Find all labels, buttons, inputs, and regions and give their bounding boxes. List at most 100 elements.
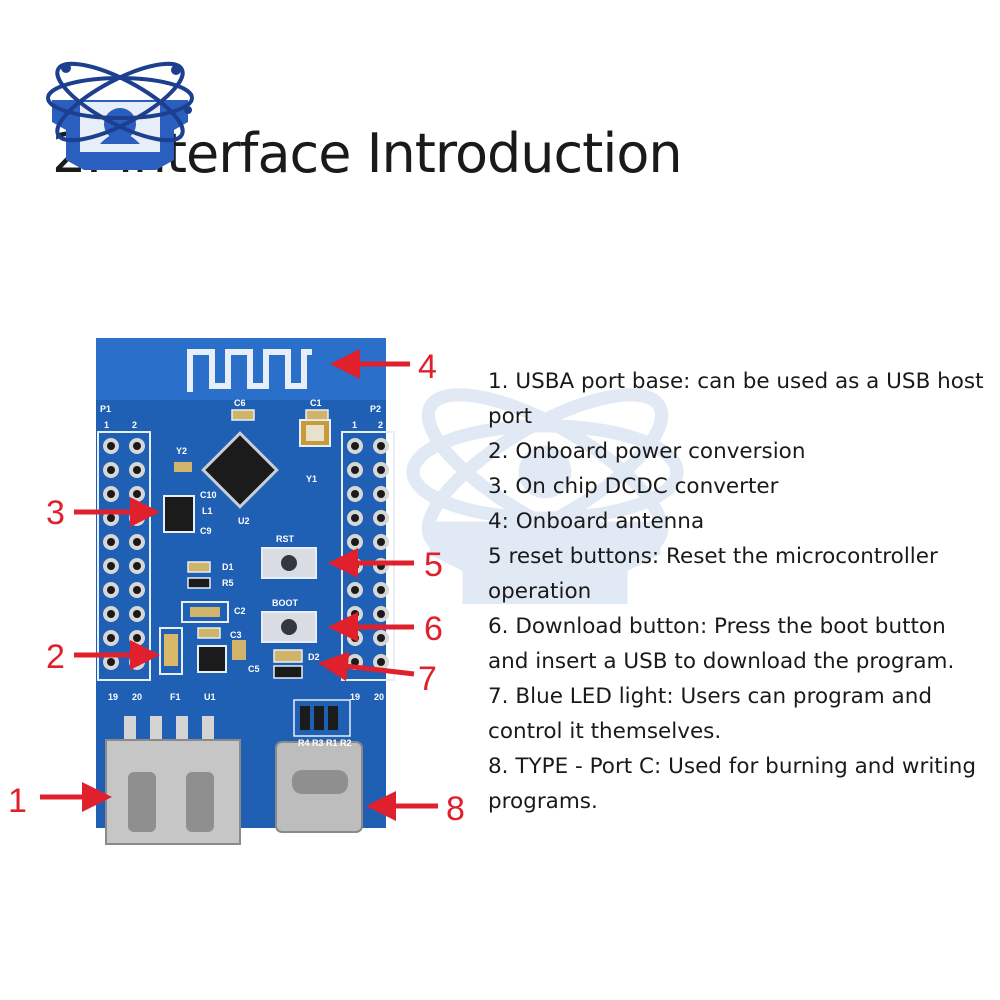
regulator-u1 — [197, 645, 227, 673]
silk-pin2-right: 2 — [378, 420, 383, 430]
header-pin-hole — [351, 442, 359, 450]
header-pin-hole — [351, 586, 359, 594]
silk-u1: U1 — [204, 692, 216, 702]
silk-c10: C10 — [200, 490, 217, 500]
silk-pin1-right: 1 — [352, 420, 357, 430]
antenna-trace — [187, 349, 312, 392]
header-pin-hole — [351, 514, 359, 522]
cap-c2-outline — [181, 601, 229, 623]
header-pin-hole — [351, 538, 359, 546]
cap-c5 — [232, 640, 246, 660]
header-pin-hole — [133, 586, 141, 594]
usba-pad-4 — [202, 716, 214, 742]
interface-description-list: 1. USBA port base: can be used as a USB … — [488, 364, 988, 819]
blue-led-d2 — [273, 649, 303, 663]
header-pin-hole — [107, 466, 115, 474]
silk-c3: C3 — [230, 630, 242, 640]
callout-number-3: 3 — [46, 494, 65, 532]
description-item-7: 7. Blue LED light: Users can program and… — [488, 684, 932, 744]
header-pin-hole — [377, 442, 385, 450]
silk-rst: RST — [276, 534, 295, 544]
silk-y1: Y1 — [306, 474, 317, 484]
crystal-y1-top — [306, 425, 324, 441]
usba-pad-1 — [124, 716, 136, 742]
header-pin-hole — [133, 514, 141, 522]
silk-d2: D2 — [308, 652, 320, 662]
silk-pin1-left: 1 — [104, 420, 109, 430]
description-item-2: 2. Onboard power conversion — [488, 439, 806, 464]
silk-r5: R5 — [222, 578, 234, 588]
header-pin-hole — [107, 538, 115, 546]
cap-c1 — [305, 409, 329, 421]
header-pin-hole — [377, 658, 385, 666]
usba-slot-left — [128, 772, 156, 832]
type-c-opening — [292, 770, 348, 794]
header-pin-hole — [351, 634, 359, 642]
fuse-f1-outline — [159, 627, 183, 675]
header-pin-hole — [133, 610, 141, 618]
cap-c3 — [197, 627, 221, 639]
usba-slot-right — [186, 772, 214, 832]
silk-c5: C5 — [248, 664, 260, 674]
silk-p1: P1 — [100, 404, 111, 414]
chip-u2 — [201, 431, 279, 509]
silk-boot: BOOT — [272, 598, 299, 608]
silk-r3: R3 — [312, 738, 324, 748]
silk-p2: P2 — [370, 404, 381, 414]
header-pin-hole — [351, 610, 359, 618]
description-item-3: 3. On chip DCDC converter — [488, 474, 779, 499]
header-pin-hole — [107, 610, 115, 618]
silk-c6: C6 — [234, 398, 246, 408]
header-pin-hole — [133, 658, 141, 666]
header-pin-hole — [107, 658, 115, 666]
silk-pin19-right: 19 — [350, 692, 360, 702]
silk-pin2-left: 2 — [132, 420, 137, 430]
cap-c6 — [231, 409, 255, 421]
header-pin-hole — [351, 466, 359, 474]
header-pin-hole — [351, 658, 359, 666]
description-item-1: 1. USBA port base: can be used as a USB … — [488, 369, 984, 429]
resistor-r3 — [314, 706, 324, 730]
silk-y2: Y2 — [176, 446, 187, 456]
header-pin-hole — [133, 538, 141, 546]
watermark-logo — [406, 388, 684, 604]
silk-d1: D1 — [222, 562, 234, 572]
silk-c9: C9 — [200, 526, 212, 536]
header-pin-hole — [377, 466, 385, 474]
silk-u2: U2 — [238, 516, 250, 526]
header-pin-hole — [351, 490, 359, 498]
header-pin-hole — [107, 586, 115, 594]
header-pin-hole — [377, 490, 385, 498]
silk-r2: R2 — [340, 738, 352, 748]
boot-button-cap[interactable] — [281, 619, 297, 635]
silk-c2: C2 — [234, 606, 246, 616]
header-pin-hole — [107, 514, 115, 522]
callout-number-8: 8 — [446, 790, 465, 828]
header-pin-hole — [133, 442, 141, 450]
usba-pad-3 — [176, 716, 188, 742]
header-pin-hole — [377, 514, 385, 522]
callout-number-1: 1 — [8, 782, 27, 820]
resistor-d2 — [273, 665, 303, 679]
resistor-r1 — [328, 706, 338, 730]
callout-number-6: 6 — [424, 610, 443, 648]
inductor-l1 — [163, 495, 195, 533]
header-pin-hole — [107, 442, 115, 450]
header-p1 — [97, 431, 151, 681]
callout-number-5: 5 — [424, 546, 443, 584]
header-pin-hole — [377, 586, 385, 594]
description-item-6: 6. Download button: Press the boot butto… — [488, 614, 955, 674]
silk-r4: R4 — [298, 738, 310, 748]
description-item-8: 8. TYPE - Port C: Used for burning and w… — [488, 754, 976, 814]
usba-port[interactable] — [105, 739, 241, 845]
header-pin-hole — [107, 490, 115, 498]
header-pin-hole — [377, 538, 385, 546]
silk-l1: L1 — [202, 506, 213, 516]
cap-c2 — [190, 607, 220, 617]
silk-pin19-left: 19 — [108, 692, 118, 702]
antenna-region — [96, 338, 386, 404]
reset-button-cap[interactable] — [281, 555, 297, 571]
silk-c1: C1 — [310, 398, 322, 408]
header-pin-hole — [133, 634, 141, 642]
